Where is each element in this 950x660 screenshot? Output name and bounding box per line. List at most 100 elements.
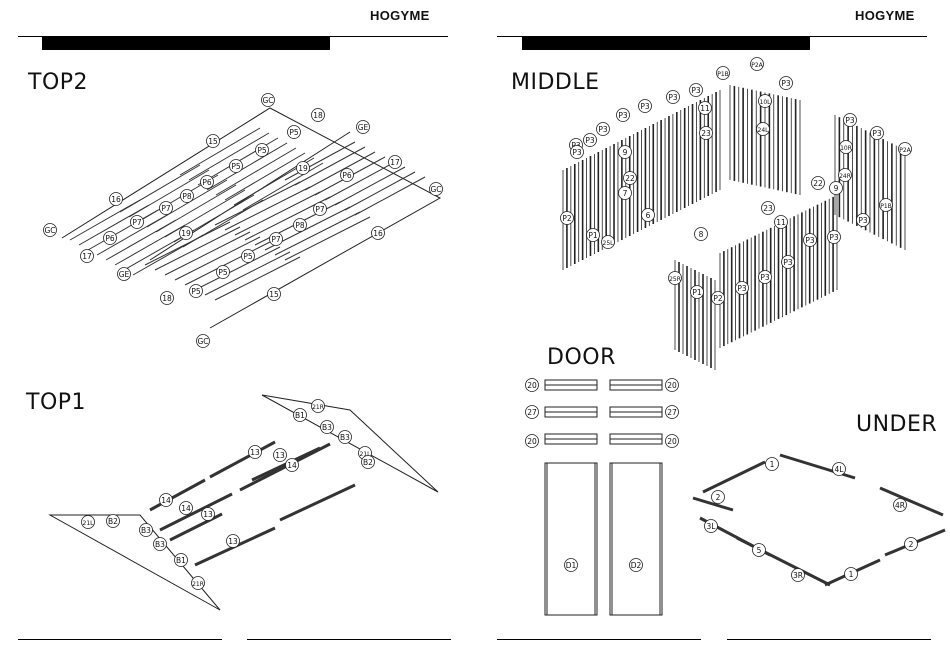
svg-text:P5: P5 xyxy=(231,162,241,171)
part-callout: P5 xyxy=(255,143,269,157)
svg-text:25L: 25L xyxy=(603,240,615,247)
part-callout: P2A xyxy=(898,142,912,156)
part-callout: 1 xyxy=(765,457,779,471)
header-rule xyxy=(18,36,448,37)
svg-text:18: 18 xyxy=(313,111,323,120)
section-title-middle: MIDDLE xyxy=(511,70,600,95)
part-callout: P7 xyxy=(269,232,283,246)
part-callout: P3 xyxy=(781,255,795,269)
part-callout: P3 xyxy=(616,108,630,122)
roof-slat xyxy=(324,161,396,201)
svg-text:P2: P2 xyxy=(713,294,723,303)
svg-text:20: 20 xyxy=(667,437,677,446)
part-callout: 20 xyxy=(665,378,679,392)
svg-text:2: 2 xyxy=(716,493,721,502)
svg-text:B1: B1 xyxy=(295,411,305,420)
svg-text:8: 8 xyxy=(699,230,704,239)
part-callout: 11 xyxy=(698,101,712,115)
svg-text:B1: B1 xyxy=(176,556,186,565)
svg-text:7: 7 xyxy=(623,189,628,198)
part-callout: 10R xyxy=(839,140,853,154)
part-callout: P7 xyxy=(159,201,173,215)
roof-slat xyxy=(224,186,311,231)
roof-slat xyxy=(294,146,366,186)
footer-rule-right-a xyxy=(497,639,701,640)
part-callout: 9 xyxy=(829,181,843,195)
part-callout: GE xyxy=(117,267,131,281)
svg-text:B3: B3 xyxy=(340,433,350,442)
svg-text:GC: GC xyxy=(262,96,273,105)
svg-text:13: 13 xyxy=(275,451,285,460)
roof-slat xyxy=(155,184,237,233)
part-callout: 21R xyxy=(311,399,325,413)
roof-slat xyxy=(215,147,297,196)
part-callout: P3 xyxy=(596,122,610,136)
brand-logo: HOGYME xyxy=(855,8,915,23)
svg-text:P3: P3 xyxy=(572,148,582,157)
svg-text:P3: P3 xyxy=(872,129,882,138)
part-callout: 1 xyxy=(844,567,858,581)
svg-text:P1: P1 xyxy=(692,288,702,297)
svg-text:P7: P7 xyxy=(161,204,171,213)
header-bar xyxy=(522,37,810,50)
part-callout: 17 xyxy=(80,249,94,263)
part-callout: P7 xyxy=(130,215,144,229)
svg-text:22: 22 xyxy=(625,174,635,183)
svg-text:21R: 21R xyxy=(192,581,204,588)
svg-text:27: 27 xyxy=(527,408,537,417)
part-callout: 15 xyxy=(267,287,281,301)
svg-text:P3: P3 xyxy=(668,93,678,102)
part-callout: GE xyxy=(356,120,370,134)
svg-text:P8: P8 xyxy=(295,221,305,230)
part-callout: 20 xyxy=(665,434,679,448)
part-callout: GC xyxy=(196,334,210,348)
svg-text:P5: P5 xyxy=(289,128,299,137)
part-callout: P5 xyxy=(189,284,203,298)
svg-text:15: 15 xyxy=(269,290,279,299)
svg-text:17: 17 xyxy=(390,158,400,167)
svg-text:P7: P7 xyxy=(132,218,142,227)
roof-slat xyxy=(204,251,291,296)
svg-text:B3: B3 xyxy=(155,540,165,549)
part-callout: 14 xyxy=(179,501,193,515)
svg-text:13: 13 xyxy=(228,537,238,546)
svg-text:GC: GC xyxy=(44,226,55,235)
svg-text:19: 19 xyxy=(298,164,308,173)
svg-text:24L: 24L xyxy=(758,127,770,134)
svg-text:P3: P3 xyxy=(598,125,608,134)
svg-text:P5: P5 xyxy=(257,146,267,155)
header-bar xyxy=(42,37,330,50)
footer-rule-right-b xyxy=(727,639,931,640)
roof-slat xyxy=(179,127,261,176)
roof-slat xyxy=(274,211,361,256)
svg-text:B3: B3 xyxy=(141,526,151,535)
svg-text:P6: P6 xyxy=(202,178,212,187)
part-callout: P3 xyxy=(735,281,749,295)
part-callout: 9 xyxy=(618,145,632,159)
svg-text:21R: 21R xyxy=(312,404,324,411)
svg-text:P2A: P2A xyxy=(751,62,763,69)
svg-text:P5: P5 xyxy=(218,268,228,277)
svg-text:P3: P3 xyxy=(783,258,793,267)
roof-slat xyxy=(214,181,301,226)
part-callout: GC xyxy=(43,223,57,237)
part-callout: P3 xyxy=(666,90,680,104)
svg-text:B2: B2 xyxy=(108,517,118,526)
svg-text:18: 18 xyxy=(162,294,172,303)
door-panel-label: D2 xyxy=(629,558,643,572)
roof-slat xyxy=(284,141,356,181)
svg-text:P3: P3 xyxy=(618,111,628,120)
svg-text:D2: D2 xyxy=(631,561,642,570)
svg-text:3L: 3L xyxy=(707,522,717,531)
part-callout: 16 xyxy=(109,192,123,206)
part-callout: 2 xyxy=(711,490,725,504)
svg-text:B2: B2 xyxy=(363,458,373,467)
part-callout: P3 xyxy=(689,83,703,97)
svg-text:21L: 21L xyxy=(360,451,372,458)
part-callout: 16 xyxy=(371,226,385,240)
part-callout: 2 xyxy=(904,537,918,551)
